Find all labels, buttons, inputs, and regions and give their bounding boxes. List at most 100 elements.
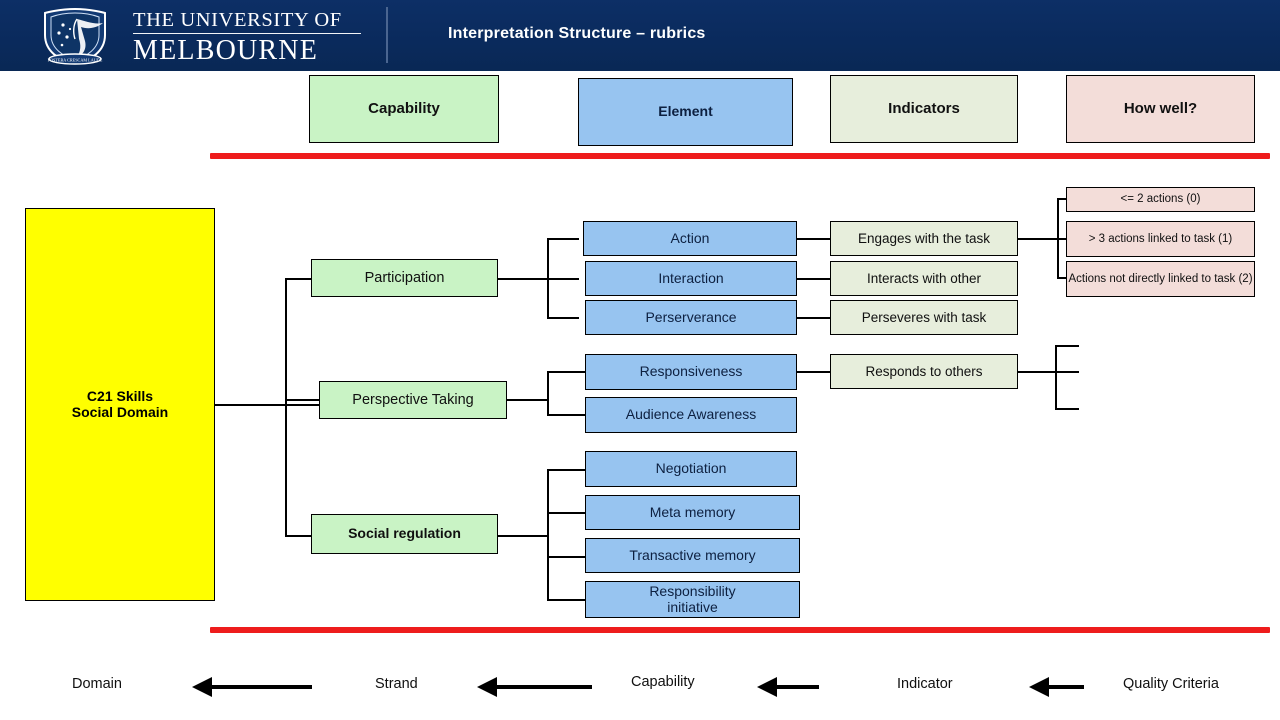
connector-responsiveness-to-indicator — [797, 371, 830, 373]
connector-responds-rubric-spine — [1055, 345, 1057, 409]
rubric-level-1: > 3 actions linked to task (1) — [1066, 221, 1255, 257]
legend-item-capability: Capability — [631, 674, 695, 690]
page-title: Interpretation Structure – rubrics — [448, 25, 706, 42]
left-arrow-icon — [1029, 677, 1084, 697]
connector-to-perserverance — [547, 317, 579, 319]
connector-responds-rubric-stub-1 — [1055, 371, 1079, 373]
connector-perspective-stem — [507, 399, 548, 401]
capability-perspective-taking: Perspective Taking — [319, 381, 507, 419]
rubric-level-0: <= 2 actions (0) — [1066, 187, 1255, 212]
connector-to-responsibility-initiative — [547, 599, 586, 601]
indicator-responds-to-others: Responds to others — [830, 354, 1018, 389]
indicator-perseveres-with-task: Perseveres with task — [830, 300, 1018, 335]
svg-text:POSTERA CRESCAM LAUDE: POSTERA CRESCAM LAUDE — [48, 57, 103, 62]
connector-to-audience-awareness — [547, 414, 586, 416]
column-header-capability-label: Capability — [368, 99, 440, 117]
university-wordmark: THE UNIVERSITY OF MELBOURNE — [133, 8, 373, 66]
element-action: Action — [583, 221, 797, 256]
connector-to-responsiveness — [547, 371, 586, 373]
capability-perspective-taking-label: Perspective Taking — [352, 391, 474, 408]
university-crest-icon: POSTERA CRESCAM LAUDE — [33, 7, 117, 65]
indicator-engages-with-the-task: Engages with the task — [830, 221, 1018, 256]
column-header-how-well: How well? — [1066, 75, 1255, 143]
connector-capability-spine — [285, 278, 287, 536]
element-meta-memory-label: Meta memory — [649, 503, 736, 520]
indicator-interacts-with-other-label: Interacts with other — [866, 270, 982, 286]
root-node-c21-skills-social-domain: C21 Skills Social Domain — [25, 208, 215, 601]
indicator-engages-with-the-task-label: Engages with the task — [857, 230, 991, 246]
left-arrow-icon — [477, 677, 592, 697]
connector-interaction-to-indicator — [797, 278, 830, 280]
element-negotiation: Negotiation — [585, 451, 797, 487]
connector-to-transactive-memory — [547, 556, 586, 558]
element-responsibility-initiative-label: Responsibility initiative — [649, 582, 736, 615]
connector-to-social-regulation — [285, 535, 312, 537]
indicator-responds-to-others-label: Responds to others — [865, 363, 983, 379]
legend-item-quality-criteria: Quality Criteria — [1123, 676, 1219, 692]
element-interaction: Interaction — [585, 261, 797, 296]
connector-responds-rubric-stub-2 — [1055, 408, 1079, 410]
left-arrow-icon — [757, 677, 819, 697]
connector-to-action — [547, 238, 579, 240]
rubric-level-0-label: <= 2 actions (0) — [1120, 193, 1201, 206]
element-perserverance-label: Perserverance — [645, 308, 737, 325]
column-header-element-label: Element — [658, 103, 713, 120]
element-negotiation-label: Negotiation — [655, 460, 727, 477]
university-name-line1: THE UNIVERSITY OF — [133, 9, 342, 31]
indicator-interacts-with-other: Interacts with other — [830, 261, 1018, 296]
element-action-label: Action — [670, 229, 710, 246]
wordmark-divider — [133, 33, 361, 34]
connector-to-meta-memory — [547, 512, 586, 514]
element-responsiveness: Responsiveness — [585, 354, 797, 390]
connector-indicator-engages-stem — [1018, 238, 1058, 240]
connector-social-regulation-stem — [498, 535, 548, 537]
capability-social-regulation: Social regulation — [311, 514, 498, 554]
element-meta-memory: Meta memory — [585, 495, 800, 530]
capability-participation-label: Participation — [364, 269, 445, 286]
rubric-level-2: Actions not directly linked to task (2) — [1066, 261, 1255, 297]
legend-bar: Domain Strand Capability Indicator Quali… — [0, 660, 1280, 720]
column-header-indicators-label: Indicators — [888, 99, 960, 117]
top-red-rule — [210, 153, 1270, 159]
university-name-line2: MELBOURNE — [133, 35, 319, 66]
indicator-perseveres-with-task-label: Perseveres with task — [861, 309, 987, 325]
connector-action-to-indicator — [797, 238, 830, 240]
element-responsiveness-label: Responsiveness — [639, 363, 743, 380]
rubric-level-1-label: > 3 actions linked to task (1) — [1088, 232, 1233, 245]
connector-responds-rubric-stub-0 — [1055, 345, 1079, 347]
capability-social-regulation-label: Social regulation — [348, 525, 461, 542]
element-responsibility-initiative: Responsibility initiative — [585, 581, 800, 618]
page-header: POSTERA CRESCAM LAUDE THE UNIVERSITY OF … — [0, 0, 1280, 71]
rubric-level-2-label: Actions not directly linked to task (2) — [1068, 272, 1253, 285]
connector-perserverance-to-indicator — [797, 317, 830, 319]
column-header-how-well-label: How well? — [1123, 99, 1198, 117]
element-perserverance: Perserverance — [585, 300, 797, 335]
header-background — [0, 0, 1280, 71]
element-audience-awareness-label: Audience Awareness — [625, 406, 757, 423]
connector-participation-stem — [498, 278, 548, 280]
element-transactive-memory-label: Transactive memory — [629, 546, 756, 563]
connector-social-regulation-spine — [547, 469, 549, 600]
element-interaction-label: Interaction — [658, 269, 724, 286]
connector-responds-rubric-stem — [1018, 371, 1056, 373]
header-vertical-divider — [386, 7, 388, 63]
connector-perspective-spine — [547, 371, 549, 415]
legend-item-domain: Domain — [72, 676, 122, 692]
element-transactive-memory: Transactive memory — [585, 538, 800, 573]
root-node-line2: Social Domain — [71, 403, 169, 420]
legend-item-strand: Strand — [375, 676, 418, 692]
capability-participation: Participation — [311, 259, 498, 297]
column-header-indicators: Indicators — [830, 75, 1018, 143]
column-header-capability: Capability — [309, 75, 499, 143]
column-header-element: Element — [578, 78, 793, 146]
connector-to-negotiation — [547, 469, 586, 471]
left-arrow-icon — [192, 677, 312, 697]
root-node-line1: C21 Skills — [86, 387, 154, 404]
connector-to-perspective-taking — [285, 399, 320, 401]
connector-to-interaction — [547, 278, 579, 280]
element-audience-awareness: Audience Awareness — [585, 397, 797, 433]
connector-to-participation — [285, 278, 312, 280]
legend-item-indicator: Indicator — [897, 676, 953, 692]
bottom-red-rule — [210, 627, 1270, 633]
connector-root-stem — [215, 404, 333, 406]
